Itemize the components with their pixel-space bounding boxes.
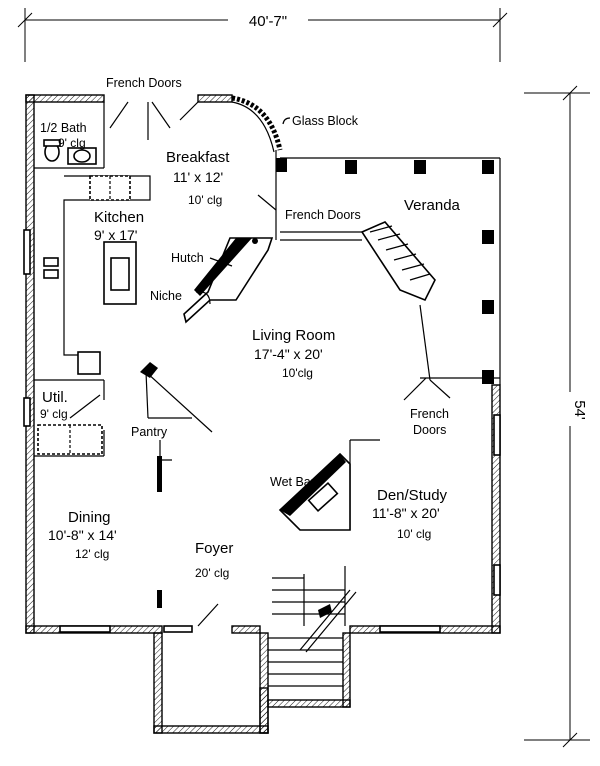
room-den-name: Den/Study [377, 487, 448, 504]
room-breakfast-size: 11' x 12' [173, 169, 223, 185]
glass-block-wall [231, 95, 283, 151]
room-breakfast-name: Breakfast [166, 149, 230, 166]
callout-french-doors-den-2: Doors [413, 423, 446, 437]
room-half-bath-name: 1/2 Bath [40, 121, 87, 135]
stairs [268, 577, 357, 687]
callout-glass-block: Glass Block [292, 114, 359, 128]
room-util-ceiling: 9' clg [40, 407, 68, 421]
callout-french-doors-mid: French Doors [285, 208, 361, 222]
callout-french-doors-den-1: French [410, 407, 449, 421]
callout-french-doors-top: French Doors [106, 76, 182, 90]
windows [23, 229, 501, 633]
room-living-ceiling: 10'clg [282, 366, 313, 380]
room-dining-name: Dining [68, 509, 111, 526]
door-swings [109, 101, 451, 627]
veranda-posts [276, 158, 494, 384]
room-half-bath-ceiling: 9' clg [58, 136, 86, 150]
room-veranda-name: Veranda [404, 197, 461, 214]
room-living-name: Living Room [252, 327, 335, 344]
room-foyer-name: Foyer [195, 540, 233, 557]
room-dining-ceiling: 12' clg [75, 547, 109, 561]
room-breakfast-ceiling: 10' clg [188, 193, 222, 207]
hutch-cabinet [183, 237, 274, 324]
callout-niche: Niche [150, 289, 182, 303]
bath-fixtures [43, 139, 97, 165]
room-foyer-ceiling: 20' clg [195, 566, 229, 580]
room-kitchen-name: Kitchen [94, 209, 144, 226]
room-dining-size: 10'-8" x 14' [48, 527, 117, 543]
room-living-size: 17'-4" x 20' [254, 346, 323, 362]
depth-dimension-label: 54' [571, 400, 588, 420]
veranda-steps [360, 221, 436, 302]
room-den-ceiling: 10' clg [397, 527, 431, 541]
room-pantry-name: Pantry [131, 425, 168, 439]
kitchen-fixtures [43, 175, 137, 305]
width-dimension-label: 40'-7" [249, 13, 287, 30]
room-util-name: Util. [42, 389, 68, 406]
callout-wet-bar: Wet Bar [270, 475, 315, 489]
depth-dimension: 54' [524, 85, 590, 748]
wet-bar [278, 452, 351, 531]
room-den-size: 11'-8" x 20' [372, 505, 440, 521]
room-kitchen-size: 9' x 17' [94, 227, 137, 243]
width-dimension: 40'-7" [17, 8, 508, 62]
pantry-walls [140, 362, 213, 461]
callout-hutch: Hutch [171, 251, 204, 265]
